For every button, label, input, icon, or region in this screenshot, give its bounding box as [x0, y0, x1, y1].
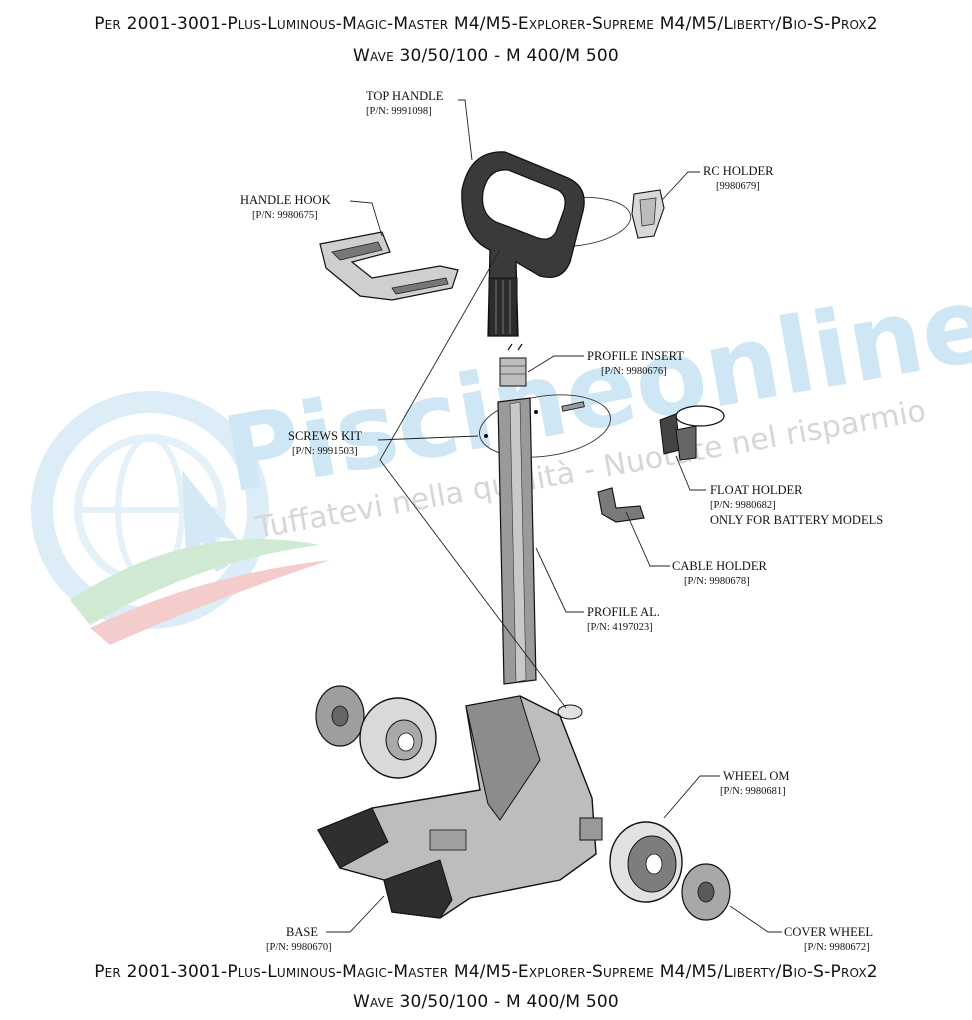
leader-lines: [326, 99, 782, 933]
part-labels: TOP HANDLE [P/N: 9991098] RC HOLDER [998…: [240, 89, 883, 953]
handle-hook-part: [319, 231, 459, 301]
cover-wheel-name: COVER WHEEL: [784, 925, 873, 939]
profile-al-part: [497, 397, 537, 685]
label-top-handle: TOP HANDLE [P/N: 9991098]: [366, 89, 444, 117]
profile-insert-part: [499, 343, 527, 387]
top-handle-part: [461, 151, 585, 337]
small-screw-part: [557, 704, 583, 720]
label-cable-holder: CABLE HOLDER [P/N: 9980678]: [672, 559, 767, 587]
profile-insert-pn: [P/N: 9980676]: [601, 366, 667, 377]
top-handle-pn: [P/N: 9991098]: [366, 106, 432, 117]
screws-kit-pn: [P/N: 9991503]: [292, 446, 358, 457]
label-base: BASE [P/N: 9980670]: [266, 925, 332, 953]
label-wheel-om: WHEEL OM [P/N: 9980681]: [720, 769, 790, 797]
label-rc-holder: RC HOLDER [9980679]: [703, 164, 774, 192]
wheel-om-pn: [P/N: 9980681]: [720, 786, 786, 797]
cover-wheel-pn: [P/N: 9980672]: [804, 942, 870, 953]
watermark-globe-icon: [31, 391, 330, 645]
rc-holder-name: RC HOLDER: [703, 164, 774, 178]
cable-holder-part: [597, 487, 645, 523]
profile-insert-name: PROFILE INSERT: [587, 349, 684, 363]
base-part: [316, 695, 603, 919]
cover-wheel-part: [681, 863, 731, 921]
handle-hook-pn: [P/N: 9980675]: [252, 210, 318, 221]
rc-holder-pn: [9980679]: [716, 181, 760, 192]
rc-holder-part: [631, 189, 665, 239]
label-cover-wheel: COVER WHEEL [P/N: 9980672]: [784, 925, 873, 953]
wheel-om-part: [609, 821, 683, 903]
profile-al-pn: [P/N: 4197023]: [587, 622, 653, 633]
top-handle-name: TOP HANDLE: [366, 89, 444, 103]
label-profile-insert: PROFILE INSERT [P/N: 9980676]: [587, 349, 684, 377]
header-line-1: Per 2001-3001-Plus-Luminous-Magic-Master…: [94, 14, 878, 34]
cable-holder-pn: [P/N: 9980678]: [684, 576, 750, 587]
float-holder-name: FLOAT HOLDER: [710, 483, 803, 497]
label-profile-al: PROFILE AL. [P/N: 4197023]: [587, 605, 660, 633]
handle-hook-name: HANDLE HOOK: [240, 193, 331, 207]
left-wheel-part: [315, 685, 437, 779]
base-pn: [P/N: 9980670]: [266, 942, 332, 953]
screws-kit-name: SCREWS KIT: [288, 429, 362, 443]
header-line-2: Wave 30/50/100 - M 400/M 500: [353, 46, 619, 66]
base-name: BASE: [286, 925, 318, 939]
float-holder-pn: [P/N: 9980682]: [710, 500, 776, 511]
screws-callout-ellipse: [479, 394, 611, 458]
label-screws-kit: SCREWS KIT [P/N: 9991503]: [288, 429, 362, 457]
label-handle-hook: HANDLE HOOK [P/N: 9980675]: [240, 193, 331, 221]
float-holder-note: ONLY FOR BATTERY MODELS: [710, 513, 883, 527]
label-float-holder: FLOAT HOLDER [P/N: 9980682] ONLY FOR BAT…: [710, 483, 883, 527]
footer-line-2: Wave 30/50/100 - M 400/M 500: [353, 992, 619, 1012]
float-holder-part: [659, 405, 725, 461]
wheel-om-name: WHEEL OM: [723, 769, 790, 783]
footer-line-1: Per 2001-3001-Plus-Luminous-Magic-Master…: [94, 962, 878, 982]
screws-kit-part: [484, 401, 585, 438]
profile-al-name: PROFILE AL.: [587, 605, 660, 619]
cable-holder-name: CABLE HOLDER: [672, 559, 767, 573]
